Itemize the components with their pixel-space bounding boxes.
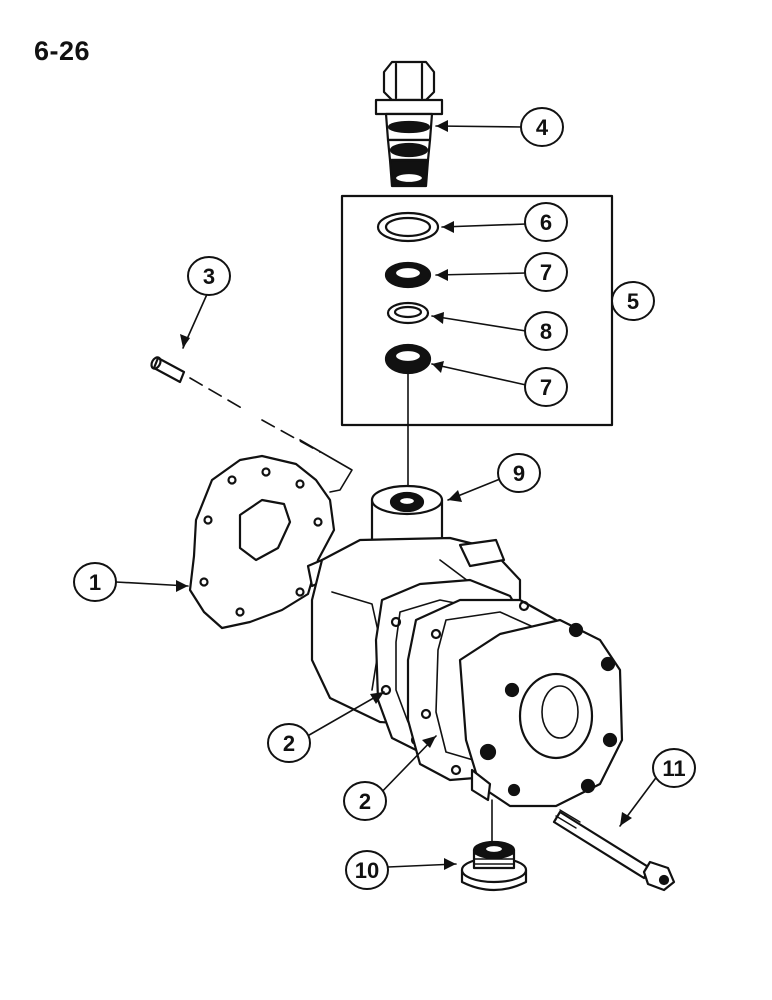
callout-labels: 1 2 2 3 4 5 6 7 8 7 9 10 11 xyxy=(89,115,686,883)
seal-kit-box xyxy=(340,194,614,427)
callout-label: 8 xyxy=(540,319,552,344)
callout-1 xyxy=(73,562,117,602)
callout-label: 2 xyxy=(283,731,295,756)
callout-8 xyxy=(524,311,568,351)
callout-label: 5 xyxy=(627,289,639,314)
seal-ring-7-upper xyxy=(384,261,432,289)
arrow-heads xyxy=(176,120,632,870)
callout-label: 4 xyxy=(536,115,549,140)
seal-ring-8 xyxy=(386,301,430,325)
bolt-part xyxy=(552,809,676,892)
callout-label: 2 xyxy=(359,789,371,814)
seal-ring-7-lower xyxy=(384,343,432,375)
dowel-pin-part xyxy=(150,356,186,384)
gasket-part xyxy=(188,454,336,630)
callout-label: 6 xyxy=(540,210,552,235)
drain-plug-part xyxy=(460,840,528,892)
page-number: 6-26 xyxy=(34,36,91,66)
callout-11 xyxy=(652,748,696,788)
callout-label: 3 xyxy=(203,264,215,289)
callout-6 xyxy=(524,202,568,242)
callout-label: 1 xyxy=(89,570,101,595)
callout-7-upper xyxy=(524,252,568,292)
callout-2-upper xyxy=(267,723,311,763)
callout-9 xyxy=(497,453,541,493)
callout-circles xyxy=(73,107,696,890)
callout-label: 11 xyxy=(662,756,685,781)
seal-ring-6 xyxy=(376,211,440,243)
callout-label: 7 xyxy=(540,375,552,400)
pump-body xyxy=(306,484,624,808)
callout-2-lower xyxy=(343,781,387,821)
callout-10 xyxy=(345,850,389,890)
callout-7-lower xyxy=(524,367,568,407)
leader-lines xyxy=(115,125,659,868)
callout-4 xyxy=(520,107,564,147)
relief-valve-part xyxy=(374,60,444,188)
callout-5 xyxy=(611,281,655,321)
callout-label: 10 xyxy=(355,858,379,883)
callout-label: 7 xyxy=(540,260,552,285)
callout-label: 9 xyxy=(513,461,525,486)
callout-3 xyxy=(187,256,231,296)
